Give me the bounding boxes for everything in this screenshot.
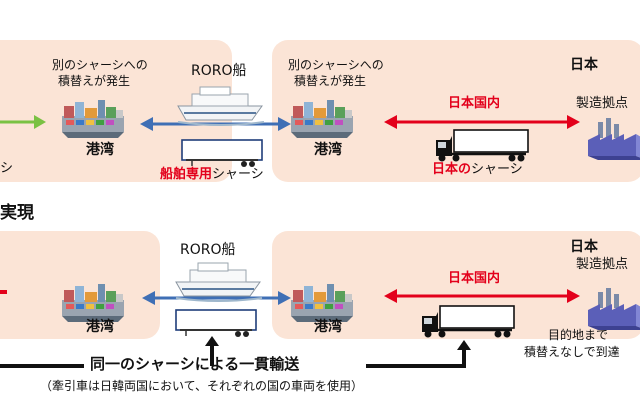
port-left-label: 港湾 <box>86 142 114 158</box>
destination-note-line1: 目的地まで <box>548 328 609 342</box>
port-left-label-bottom: 港湾 <box>86 319 114 335</box>
blue-arrowhead-bottom-right <box>278 291 291 305</box>
port-right-label: 港湾 <box>314 142 342 158</box>
red-arrowhead-top-right <box>567 115 580 129</box>
factory-label-top: 製造拠点 <box>576 96 629 111</box>
port-icon-bottom-left <box>62 284 124 322</box>
port-icon-top-right <box>291 100 353 138</box>
japan-chassis-label-red: 日本の <box>432 162 472 177</box>
truck-icon-top <box>434 128 530 163</box>
port-right-caption-line1: 別のシャーシへの <box>288 58 384 72</box>
bracket-arrowhead-truck <box>457 340 471 350</box>
port-icon-top-left <box>62 100 124 138</box>
left-cut-text: シ <box>0 161 14 176</box>
bracket-arrowhead-ship <box>205 336 219 346</box>
country-label-top: 日本 <box>570 57 598 73</box>
country-label-bottom: 日本 <box>570 239 598 255</box>
red-arrowhead-bottom-right <box>567 289 580 303</box>
port-icon-bottom-right <box>291 284 353 322</box>
domestic-label-top: 日本国内 <box>448 96 501 111</box>
ship-chassis-label: 船舶専用シャーシ <box>160 168 264 181</box>
truck-icon-bottom <box>420 304 516 339</box>
factory-icon-bottom <box>588 288 640 330</box>
through-transport-label: 同一のシャーシによる一貫輸送 <box>90 355 300 373</box>
section-title-bottom: 実現 <box>0 203 34 223</box>
red-accent-mark <box>0 290 7 294</box>
domestic-label-bottom: 日本国内 <box>448 271 501 286</box>
blue-arrowhead-top-right <box>278 117 291 131</box>
factory-icon-top <box>588 118 640 160</box>
destination-note-line2: 積替えなしで到達 <box>524 345 620 359</box>
chassis-icon-top <box>181 139 263 168</box>
blue-arrowhead-bottom-left <box>142 291 155 305</box>
port-right-label-bottom: 港湾 <box>314 319 342 335</box>
factory-label-bottom: 製造拠点 <box>576 257 629 272</box>
port-left-caption-line1: 別のシャーシへの <box>52 58 148 72</box>
port-left-caption-line2: 積替えが発生 <box>58 74 131 88</box>
red-arrowhead-bottom-left <box>384 289 397 303</box>
japan-chassis-label: 日本のシャーシ <box>432 163 523 176</box>
blue-arrowhead-top-left <box>140 117 153 131</box>
ship-icon-bottom <box>175 262 263 302</box>
ship-chassis-label-black: シャーシ <box>212 167 264 182</box>
port-right-caption-line2: 積替えが発生 <box>294 74 367 88</box>
chassis-icon-bottom <box>175 309 257 338</box>
footnote: （牽引車は日韓両国において、それぞれの国の車両を使用） <box>40 379 364 393</box>
ship-icon-top <box>177 86 265 126</box>
red-arrowhead-top-left <box>384 115 397 129</box>
japan-chassis-label-black: シャーシ <box>471 162 523 177</box>
ship-label-top: RORO船 <box>191 63 247 79</box>
ship-label-bottom: RORO船 <box>180 242 236 258</box>
green-arrowhead-top <box>34 115 46 129</box>
ship-chassis-label-red: 船舶専用 <box>160 167 213 182</box>
